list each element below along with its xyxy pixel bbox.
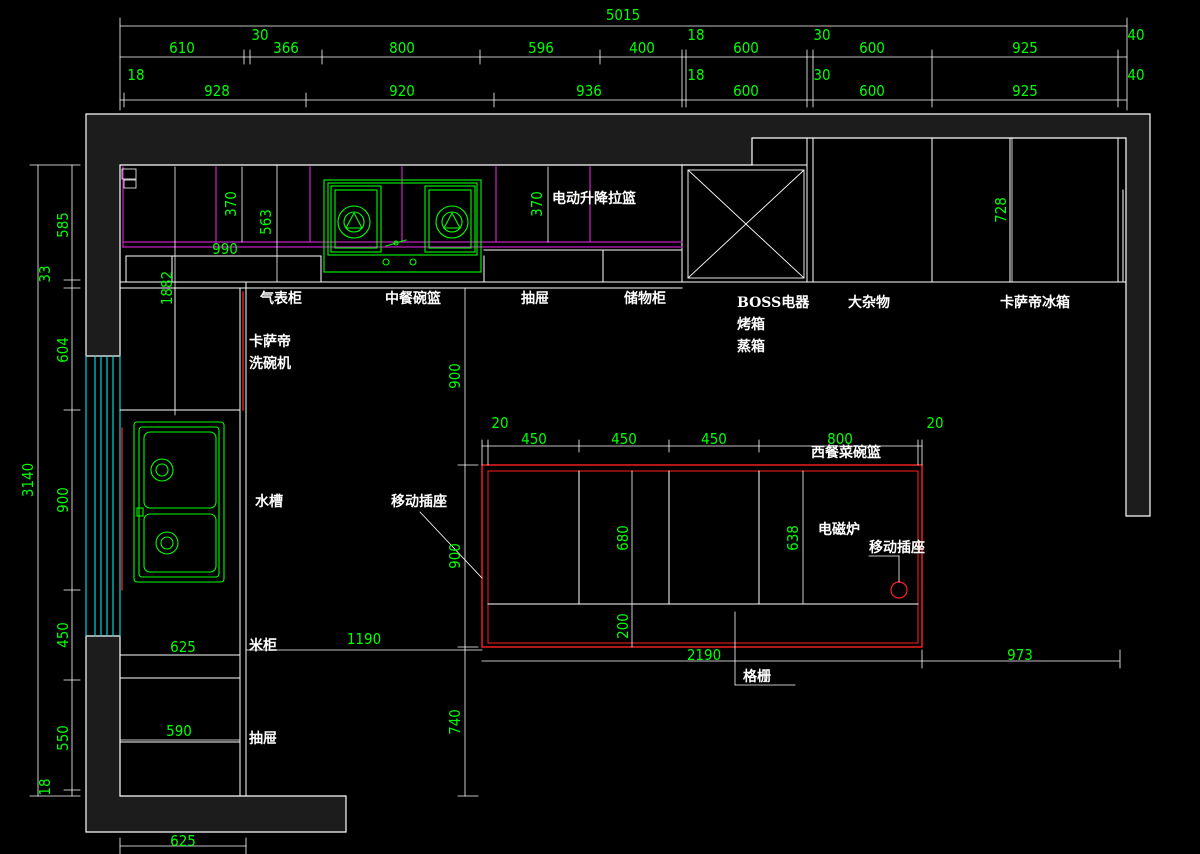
dim-r2-7: 30 [813, 66, 830, 84]
dim-r2-9: 925 [1012, 82, 1038, 100]
label-storage: 储物柜 [623, 290, 666, 307]
dim-left-3: 604 [54, 337, 72, 363]
top-left-wall [85, 113, 1151, 517]
dim-728: 728 [992, 197, 1010, 223]
dim-1190: 1190 [347, 630, 381, 648]
wall-cabinets [122, 166, 683, 248]
dim-563: 563 [257, 209, 275, 235]
dim-left-2: 33 [36, 265, 54, 282]
left-cabinets [119, 281, 247, 797]
dim-900-island: 900 [446, 543, 464, 569]
label-fridge: 卡萨帝冰箱 [1000, 294, 1070, 311]
dim-island-4: 800 [827, 430, 853, 448]
dim-r2-10: 40 [1127, 66, 1144, 84]
island [481, 464, 923, 648]
dim-left-total: 3140 [19, 463, 37, 497]
dim-740: 740 [446, 709, 464, 735]
dim-r1-6: 400 [629, 39, 655, 57]
label-induction: 电磁炉 [818, 521, 860, 538]
dim-r1-8: 600 [733, 39, 759, 57]
dim-r1-9: 30 [813, 26, 830, 44]
dim-r1-4: 800 [389, 39, 415, 57]
dim-r1-10: 600 [859, 39, 885, 57]
label-misc: 大杂物 [848, 294, 890, 311]
dim-left-5: 450 [54, 622, 72, 648]
dim-r2-6: 600 [733, 82, 759, 100]
label-mobile-socket-right: 移动插座 [869, 539, 925, 556]
dim-900-top: 900 [446, 363, 464, 389]
dim-200: 200 [614, 613, 632, 639]
label-chinese-basket: 中餐碗篮 [385, 290, 441, 307]
dim-625-mid: 625 [170, 638, 196, 656]
dim-990: 990 [212, 240, 238, 258]
room-labels: 气表柜 中餐碗篮 抽屉 储物柜 BOSS电器 烤箱 蒸箱 大杂物 卡萨帝冰箱 卡… [249, 190, 1070, 747]
dim-left-1: 585 [54, 212, 72, 238]
dim-left-4: 900 [54, 487, 72, 513]
dim-island-3: 450 [701, 430, 727, 448]
oven-box [687, 169, 805, 279]
label-oven: 烤箱 [737, 316, 765, 333]
dim-r1-2: 30 [251, 26, 268, 44]
label-western-basket: 西餐菜碗篮 [811, 444, 881, 461]
dim-island-2: 450 [611, 430, 637, 448]
label-lift-basket: 电动升降拉篮 [552, 190, 636, 207]
label-dishwasher: 洗碗机 [249, 355, 291, 372]
label-grid: 格栅 [743, 668, 771, 685]
dim-r2-5: 18 [687, 66, 704, 84]
dim-r2-4: 936 [576, 82, 602, 100]
dim-370-a: 370 [222, 191, 240, 217]
dim-680: 680 [614, 525, 632, 551]
dim-top-total: 5015 [606, 6, 640, 24]
label-steamer: 蒸箱 [737, 338, 765, 355]
sink [133, 421, 225, 583]
label-gas-cabinet: 气表柜 [259, 290, 302, 307]
bottom-wall [85, 635, 347, 833]
dim-r1-5: 596 [528, 39, 554, 57]
label-mobile-socket-left: 移动插座 [391, 493, 447, 510]
dim-638: 638 [784, 525, 802, 551]
top-counter [119, 137, 1127, 289]
dim-625-bottom: 625 [170, 832, 196, 850]
label-sink: 水槽 [255, 493, 283, 510]
left-cabinet-red [121, 291, 244, 591]
dim-left-7: 18 [36, 778, 54, 795]
dimension-lines [29, 17, 1128, 854]
dim-island-1: 450 [521, 430, 547, 448]
label-drawer-bottom: 抽屉 [249, 730, 277, 747]
dim-r1-12: 40 [1127, 26, 1144, 44]
label-boss-appliance: BOSS电器 [737, 294, 810, 311]
dim-r2-1: 18 [127, 66, 144, 84]
dim-r2-2: 928 [204, 82, 230, 100]
dim-left-6: 550 [54, 725, 72, 751]
dim-590: 590 [166, 722, 192, 740]
dim-370-b: 370 [528, 191, 546, 217]
dim-r1-3: 366 [273, 39, 299, 57]
dim-r2-3: 920 [389, 82, 415, 100]
dim-1882: 1882 [158, 271, 176, 305]
dimension-text: 5015 610 30 366 800 596 400 18 600 30 60… [19, 6, 1145, 850]
dim-r1-11: 925 [1012, 39, 1038, 57]
dim-r1-7: 18 [687, 26, 704, 44]
dim-20-right: 20 [926, 414, 943, 432]
label-drawer-top: 抽屉 [521, 290, 549, 307]
label-dishwasher-brand: 卡萨帝 [249, 333, 291, 350]
gas-stove [323, 179, 482, 273]
window [85, 355, 121, 637]
dim-r2-8: 600 [859, 82, 885, 100]
dim-973: 973 [1007, 646, 1033, 664]
label-rice-cabinet: 米柜 [249, 637, 277, 654]
dim-2190: 2190 [687, 646, 721, 664]
dim-r1-1: 610 [169, 39, 195, 57]
dim-20-left: 20 [491, 414, 508, 432]
